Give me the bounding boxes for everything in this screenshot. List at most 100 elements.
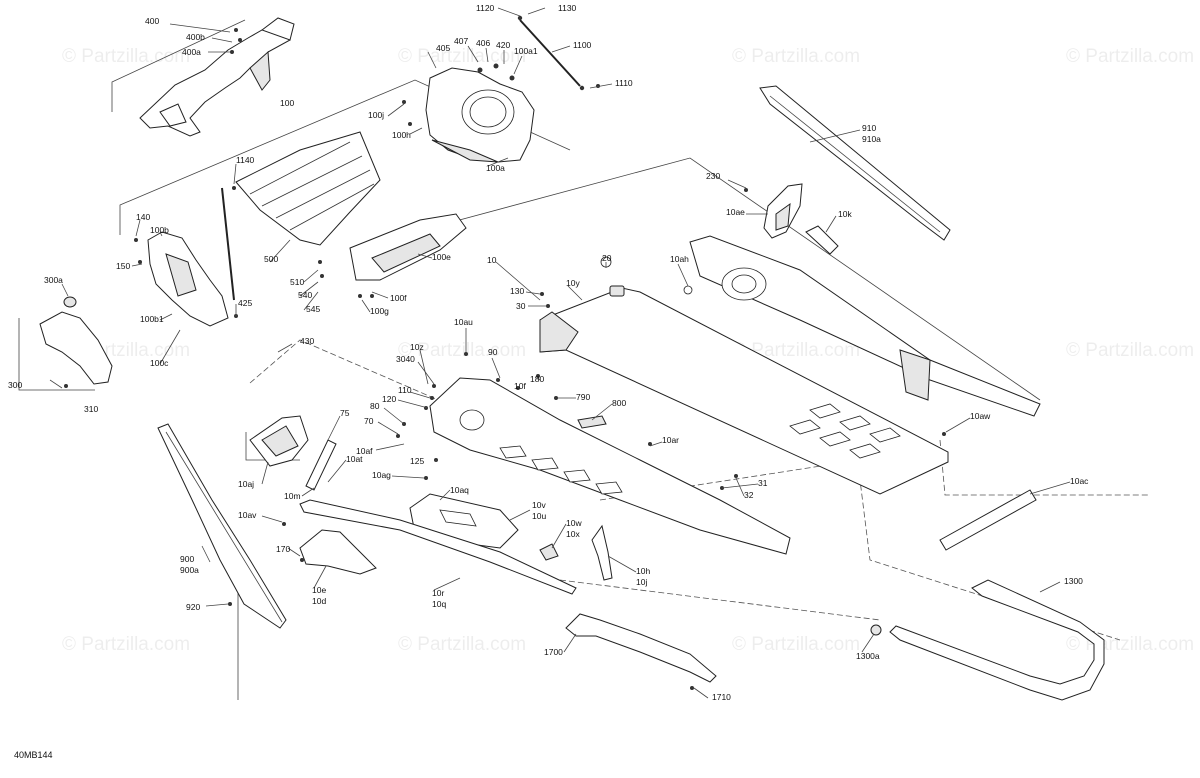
callout-10f: 10f: [514, 381, 526, 391]
callout-170: 170: [276, 544, 290, 554]
callout-100h: 100h: [392, 130, 411, 140]
part-1300-bumper: [870, 579, 1105, 701]
part-1140-rod: [221, 187, 235, 301]
watermark: © Partzilla.com: [62, 46, 190, 67]
watermark: © Partzilla.com: [398, 340, 526, 361]
part-1100-rod: [517, 15, 585, 91]
callout-130: 130: [510, 286, 524, 296]
callout-800: 800: [612, 398, 626, 408]
watermark: © Partzilla.com: [732, 46, 860, 67]
part-500-panel: [235, 131, 381, 246]
part-10w-piece: [539, 543, 559, 561]
part-400-bracket: [139, 17, 295, 137]
callout-10j: 10j: [636, 577, 647, 587]
callout-32: 32: [744, 490, 754, 500]
callout-20: 20: [602, 253, 612, 263]
callout-10ah: 10ah: [670, 254, 689, 264]
callout-300: 300: [8, 380, 22, 390]
callout-100b: 100b: [150, 225, 169, 235]
callout-labels: 400 400b 400a 1120 1130 1100 1110 407 40…: [8, 3, 1089, 702]
callout-125: 125: [410, 456, 424, 466]
callout-1130: 1130: [558, 3, 577, 13]
callout-407: 407: [454, 36, 468, 46]
part-300-bracket: [39, 296, 113, 385]
callout-405: 405: [436, 43, 450, 53]
callout-100: 100: [280, 98, 294, 108]
callout-10y: 10y: [566, 278, 580, 288]
callout-100j: 100j: [368, 110, 384, 120]
watermark: © Partzilla.com: [62, 634, 190, 655]
callout-180: 180: [530, 374, 544, 384]
callout-100b1: 100b1: [140, 314, 164, 324]
callout-150: 150: [116, 261, 130, 271]
callout-10e: 10e: [312, 585, 326, 595]
callout-10d: 10d: [312, 596, 326, 606]
callout-10u: 10u: [532, 511, 546, 521]
callout-10ac: 10ac: [1070, 476, 1089, 486]
watermark: © Partzilla.com: [732, 634, 860, 655]
callout-100a: 100a: [486, 163, 505, 173]
watermark-layer: © Partzilla.com © Partzilla.com © Partzi…: [62, 46, 1194, 655]
part-100a-bulkhead: [425, 63, 535, 163]
callout-10h: 10h: [636, 566, 650, 576]
callout-510: 510: [290, 277, 304, 287]
part-10e-bracket: [299, 529, 377, 575]
callout-545: 545: [306, 304, 320, 314]
part-10m-strut: [305, 439, 337, 491]
callout-75: 75: [340, 408, 350, 418]
callout-790: 790: [576, 392, 590, 402]
diagram-code: 40MB144: [14, 750, 53, 760]
callout-100c: 100c: [150, 358, 169, 368]
callout-100g: 100g: [370, 306, 389, 316]
part-10ae-bracket: [763, 183, 803, 239]
callout-920: 920: [186, 602, 200, 612]
callout-1300: 1300: [1064, 576, 1083, 586]
part-100b-support: [147, 231, 229, 327]
callout-1300a: 1300a: [856, 651, 880, 661]
watermark: © Partzilla.com: [398, 46, 526, 67]
callout-1120: 1120: [476, 3, 495, 13]
callout-10aj: 10aj: [238, 479, 254, 489]
callout-120: 120: [382, 394, 396, 404]
part-10au-side: [429, 377, 791, 555]
part-10k-plate: [805, 225, 839, 255]
watermark: © Partzilla.com: [732, 340, 860, 361]
callout-10: 10: [487, 255, 497, 265]
callout-1140: 1140: [236, 155, 255, 165]
callout-910a: 910a: [862, 134, 881, 144]
part-10r-trim: [299, 499, 577, 595]
callout-10k: 10k: [838, 209, 852, 219]
callout-420: 420: [496, 40, 510, 50]
callout-10ae: 10ae: [726, 207, 745, 217]
callout-10aq: 10aq: [450, 485, 469, 495]
part-10aj-bracket: [249, 415, 309, 467]
callout-70: 70: [364, 416, 374, 426]
watermark: © Partzilla.com: [1066, 46, 1194, 67]
callout-100a1: 100a1: [514, 46, 538, 56]
callout-1100: 1100: [573, 40, 592, 50]
watermark: © Partzilla.com: [1066, 340, 1194, 361]
callout-1110: 1110: [615, 78, 633, 88]
callout-1700: 1700: [544, 647, 563, 657]
callout-425: 425: [238, 298, 252, 308]
callout-10x: 10x: [566, 529, 580, 539]
callout-100f: 100f: [390, 293, 407, 303]
part-1700-bracket: [565, 613, 717, 683]
callout-400b: 400b: [186, 32, 205, 42]
part-10aq-bracket: [409, 493, 519, 549]
callout-10af: 10af: [356, 446, 373, 456]
callout-10av: 10av: [238, 510, 257, 520]
part-20-fitting: [600, 256, 693, 297]
watermark: © Partzilla.com: [398, 634, 526, 655]
callout-3040: 3040: [396, 354, 415, 364]
callout-10r: 10r: [432, 588, 444, 598]
callout-10z: 10z: [410, 342, 424, 352]
callout-30: 30: [516, 301, 526, 311]
callout-31: 31: [758, 478, 768, 488]
callout-100e: 100e: [432, 252, 451, 262]
callout-10aw: 10aw: [970, 411, 991, 421]
part-10ac-rail: [689, 235, 1041, 417]
callout-430: 430: [300, 336, 314, 346]
